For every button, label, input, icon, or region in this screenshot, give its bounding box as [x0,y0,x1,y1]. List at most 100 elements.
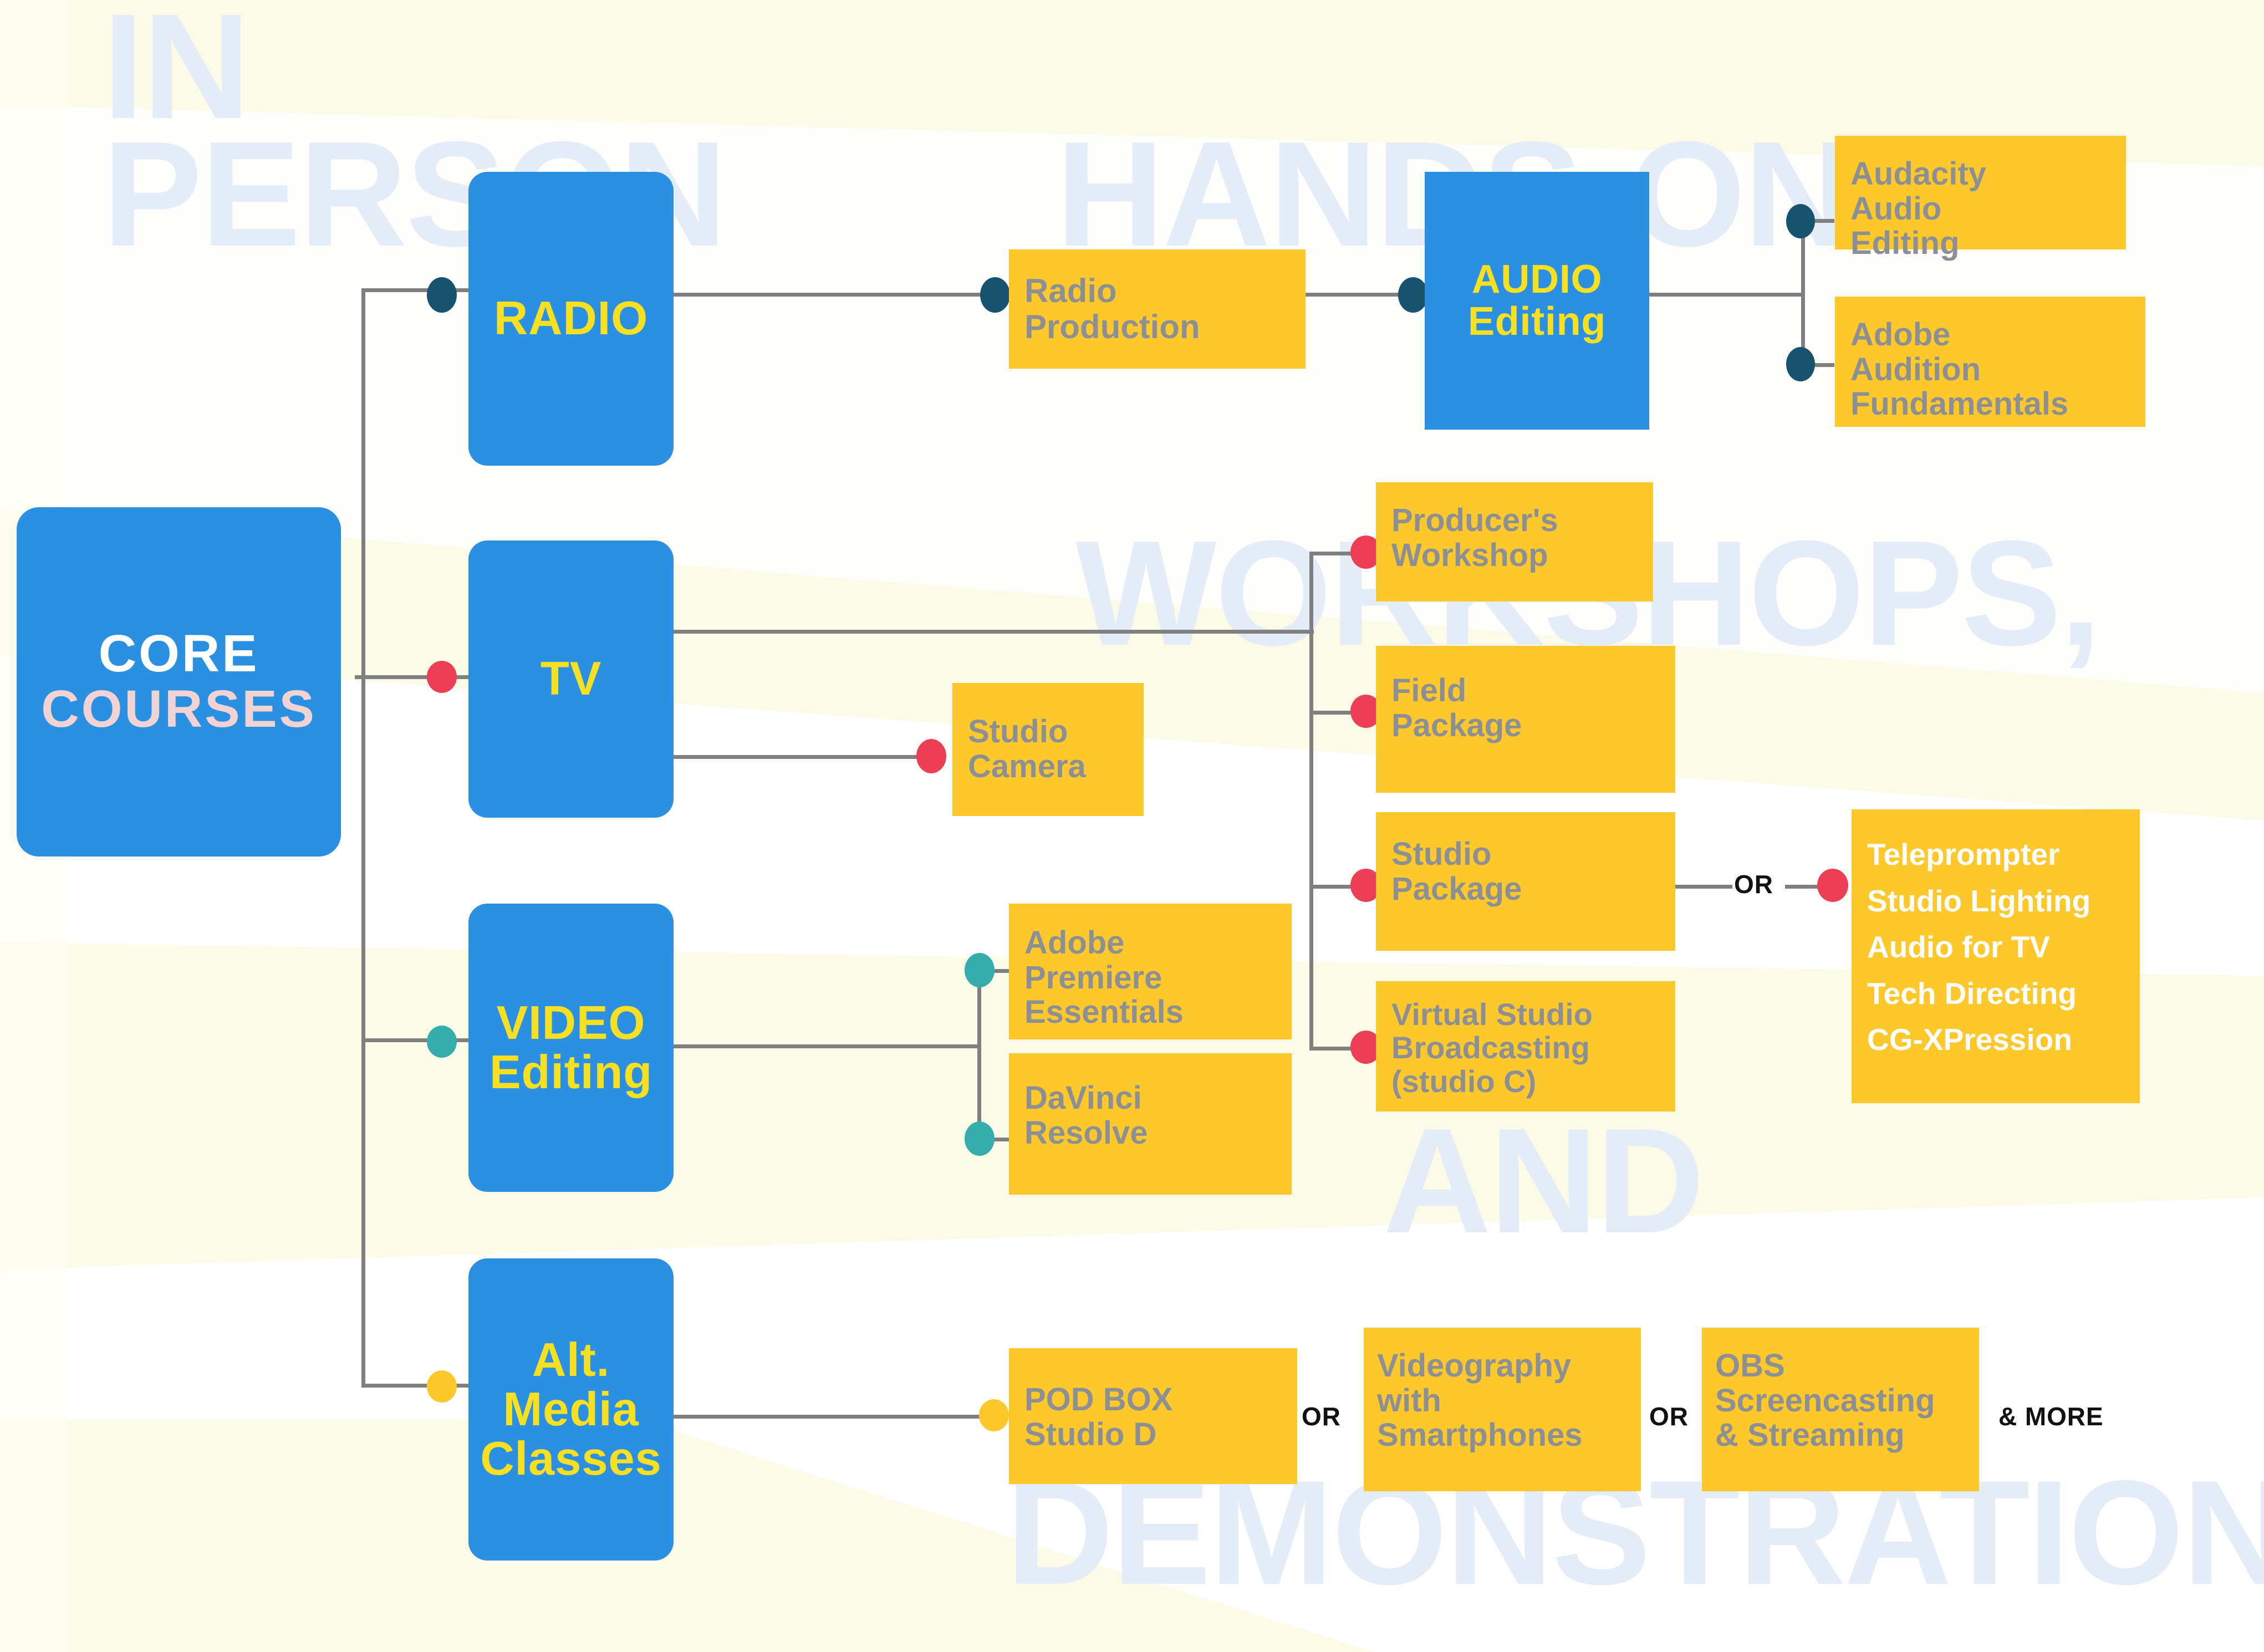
audio-to-children-line [1646,293,1804,297]
radio-production-line1: Radio [1024,272,1117,309]
obs-screencasting-box[interactable]: OBS Screencasting & Streaming [1702,1328,1979,1491]
audio-child1-stub [1801,219,1834,223]
or-label-studio-package: OR [1734,870,1773,899]
dot-alt [427,1370,457,1403]
option-studio-lighting: Studio Lighting [1867,883,2091,918]
obs-line2: Screencasting [1715,1382,1935,1419]
field-package-box[interactable]: Field Package [1376,646,1675,793]
branch-radio-label: RADIO [493,292,649,345]
audio-editing-line2: Editing [1468,299,1606,344]
audition-box[interactable]: Adobe Audition Fundamentals [1835,297,2145,427]
davinci-resolve-box[interactable]: DaVinci Resolve [1009,1053,1292,1195]
virtual-studio-line1: Virtual Studio [1391,997,1593,1032]
studio-camera-line2: Camera [968,748,1086,784]
package-stub-4 [1309,1047,1370,1051]
branch-tv-label: TV [540,652,602,706]
audition-line1: Adobe [1850,317,1951,353]
field-package-line1: Field [1391,672,1467,708]
audacity-line1: Audacity [1850,156,1986,192]
podbox-line1: POD BOX [1024,1381,1173,1418]
dot-radio [427,277,457,313]
tv-to-studio-camera-line [674,755,934,759]
virtual-studio-box[interactable]: Virtual Studio Broadcasting (studio C) [1376,981,1675,1111]
dot-tv [427,661,457,693]
videography-smartphones-box[interactable]: Videography with Smartphones [1364,1328,1641,1491]
audio-child2-stub [1801,363,1834,367]
option-teleprompter: Teleprompter [1867,837,2060,871]
option-audio-for-tv: Audio for TV [1867,930,2050,965]
audio-children-trunk-line [1801,219,1805,366]
videography-line1: Videography [1377,1348,1572,1384]
virtual-studio-line3: (studio C) [1391,1063,1537,1099]
tv-to-packages-line [674,630,1314,634]
studio-package-line2: Package [1391,870,1522,907]
package-stub-3 [1309,885,1370,889]
producers-workshop-box[interactable]: Producer's Workshop [1376,482,1653,601]
radio-production-box[interactable]: Radio Production [1009,249,1306,369]
dot-podbox [979,1399,1009,1431]
package-stub-1 [1309,552,1370,555]
branch-video-box[interactable]: VIDEO Editing [468,904,674,1192]
dot-audio-editing [1398,277,1428,313]
video-to-children-line [674,1044,981,1048]
adobe-premiere-box[interactable]: Adobe Premiere Essentials [1009,904,1292,1039]
watermark-in: IN [103,0,251,150]
obs-line3: & Streaming [1715,1417,1905,1454]
davinci-line1: DaVinci [1024,1080,1142,1116]
podbox-studio-d-box[interactable]: POD BOX Studio D [1009,1348,1297,1484]
or-label-2: OR [1649,1402,1689,1431]
premiere-line2: Premiere [1024,959,1162,996]
branch-tv-box[interactable]: TV [468,541,674,818]
trunk-to-tv-line [361,675,472,679]
audio-editing-box[interactable]: AUDIO Editing [1425,172,1649,430]
branch-alt-label-2: Media [503,1383,639,1436]
producers-workshop-line1: Producer's [1391,502,1558,538]
trunk-to-alt-line [361,1384,472,1388]
audition-line2: Audition [1850,351,1981,387]
watermark-and: AND [1383,1098,1705,1265]
dot-video [427,1026,457,1058]
branch-alt-box[interactable]: Alt. Media Classes [468,1258,674,1561]
audacity-box[interactable]: Audacity Audio Editing [1835,136,2126,261]
dot-premiere [965,953,995,987]
main-trunk-line [361,288,365,1387]
studio-camera-box[interactable]: Studio Camera [952,683,1144,816]
packages-trunk-line [1309,552,1313,1051]
branch-alt-label-1: Alt. [532,1333,610,1386]
obs-line1: OBS [1715,1348,1785,1384]
package-stub-2 [1309,711,1370,715]
dot-audacity [1786,204,1815,238]
option-tech-directing: Tech Directing [1867,976,2077,1011]
studio-package-line1: Studio [1391,836,1492,872]
or-to-options-line [1785,885,1838,889]
production-to-audio-line [1302,293,1429,297]
option-cg-xpression: CG-XPression [1867,1022,2072,1057]
core-courses-box[interactable]: CORE COURSES [17,507,341,856]
and-more-label: & MORE [1998,1402,2104,1431]
videography-line3: Smartphones [1377,1417,1583,1454]
dot-davinci [965,1121,995,1156]
davinci-line2: Resolve [1024,1114,1148,1151]
podbox-line2: Studio D [1024,1416,1157,1452]
trunk-to-video-line [361,1038,472,1042]
branch-alt-label-3: Classes [480,1432,662,1486]
virtual-studio-line2: Broadcasting [1391,1030,1590,1065]
studio-camera-line1: Studio [968,713,1068,750]
studio-package-options-box[interactable]: Teleprompter Studio Lighting Audio for T… [1852,809,2140,1103]
core-courses-line2: COURSES [41,680,317,738]
studio-package-box[interactable]: Studio Package [1376,812,1675,951]
branch-video-label-2: Editing [489,1046,652,1099]
radio-production-line2: Production [1024,308,1200,345]
radio-to-production-line [674,293,1001,297]
audio-editing-line1: AUDIO [1471,257,1603,302]
audition-line3: Fundamentals [1850,386,2069,422]
branch-radio-box[interactable]: RADIO [468,172,674,466]
core-courses-line1: CORE [98,624,259,684]
or-label-1: OR [1302,1402,1341,1431]
field-package-line2: Package [1391,707,1522,743]
producers-workshop-line2: Workshop [1391,537,1548,573]
dot-studio-options [1817,869,1848,902]
premiere-line1: Adobe [1024,925,1125,961]
dot-audition [1786,347,1815,381]
branch-video-label-1: VIDEO [496,996,646,1049]
